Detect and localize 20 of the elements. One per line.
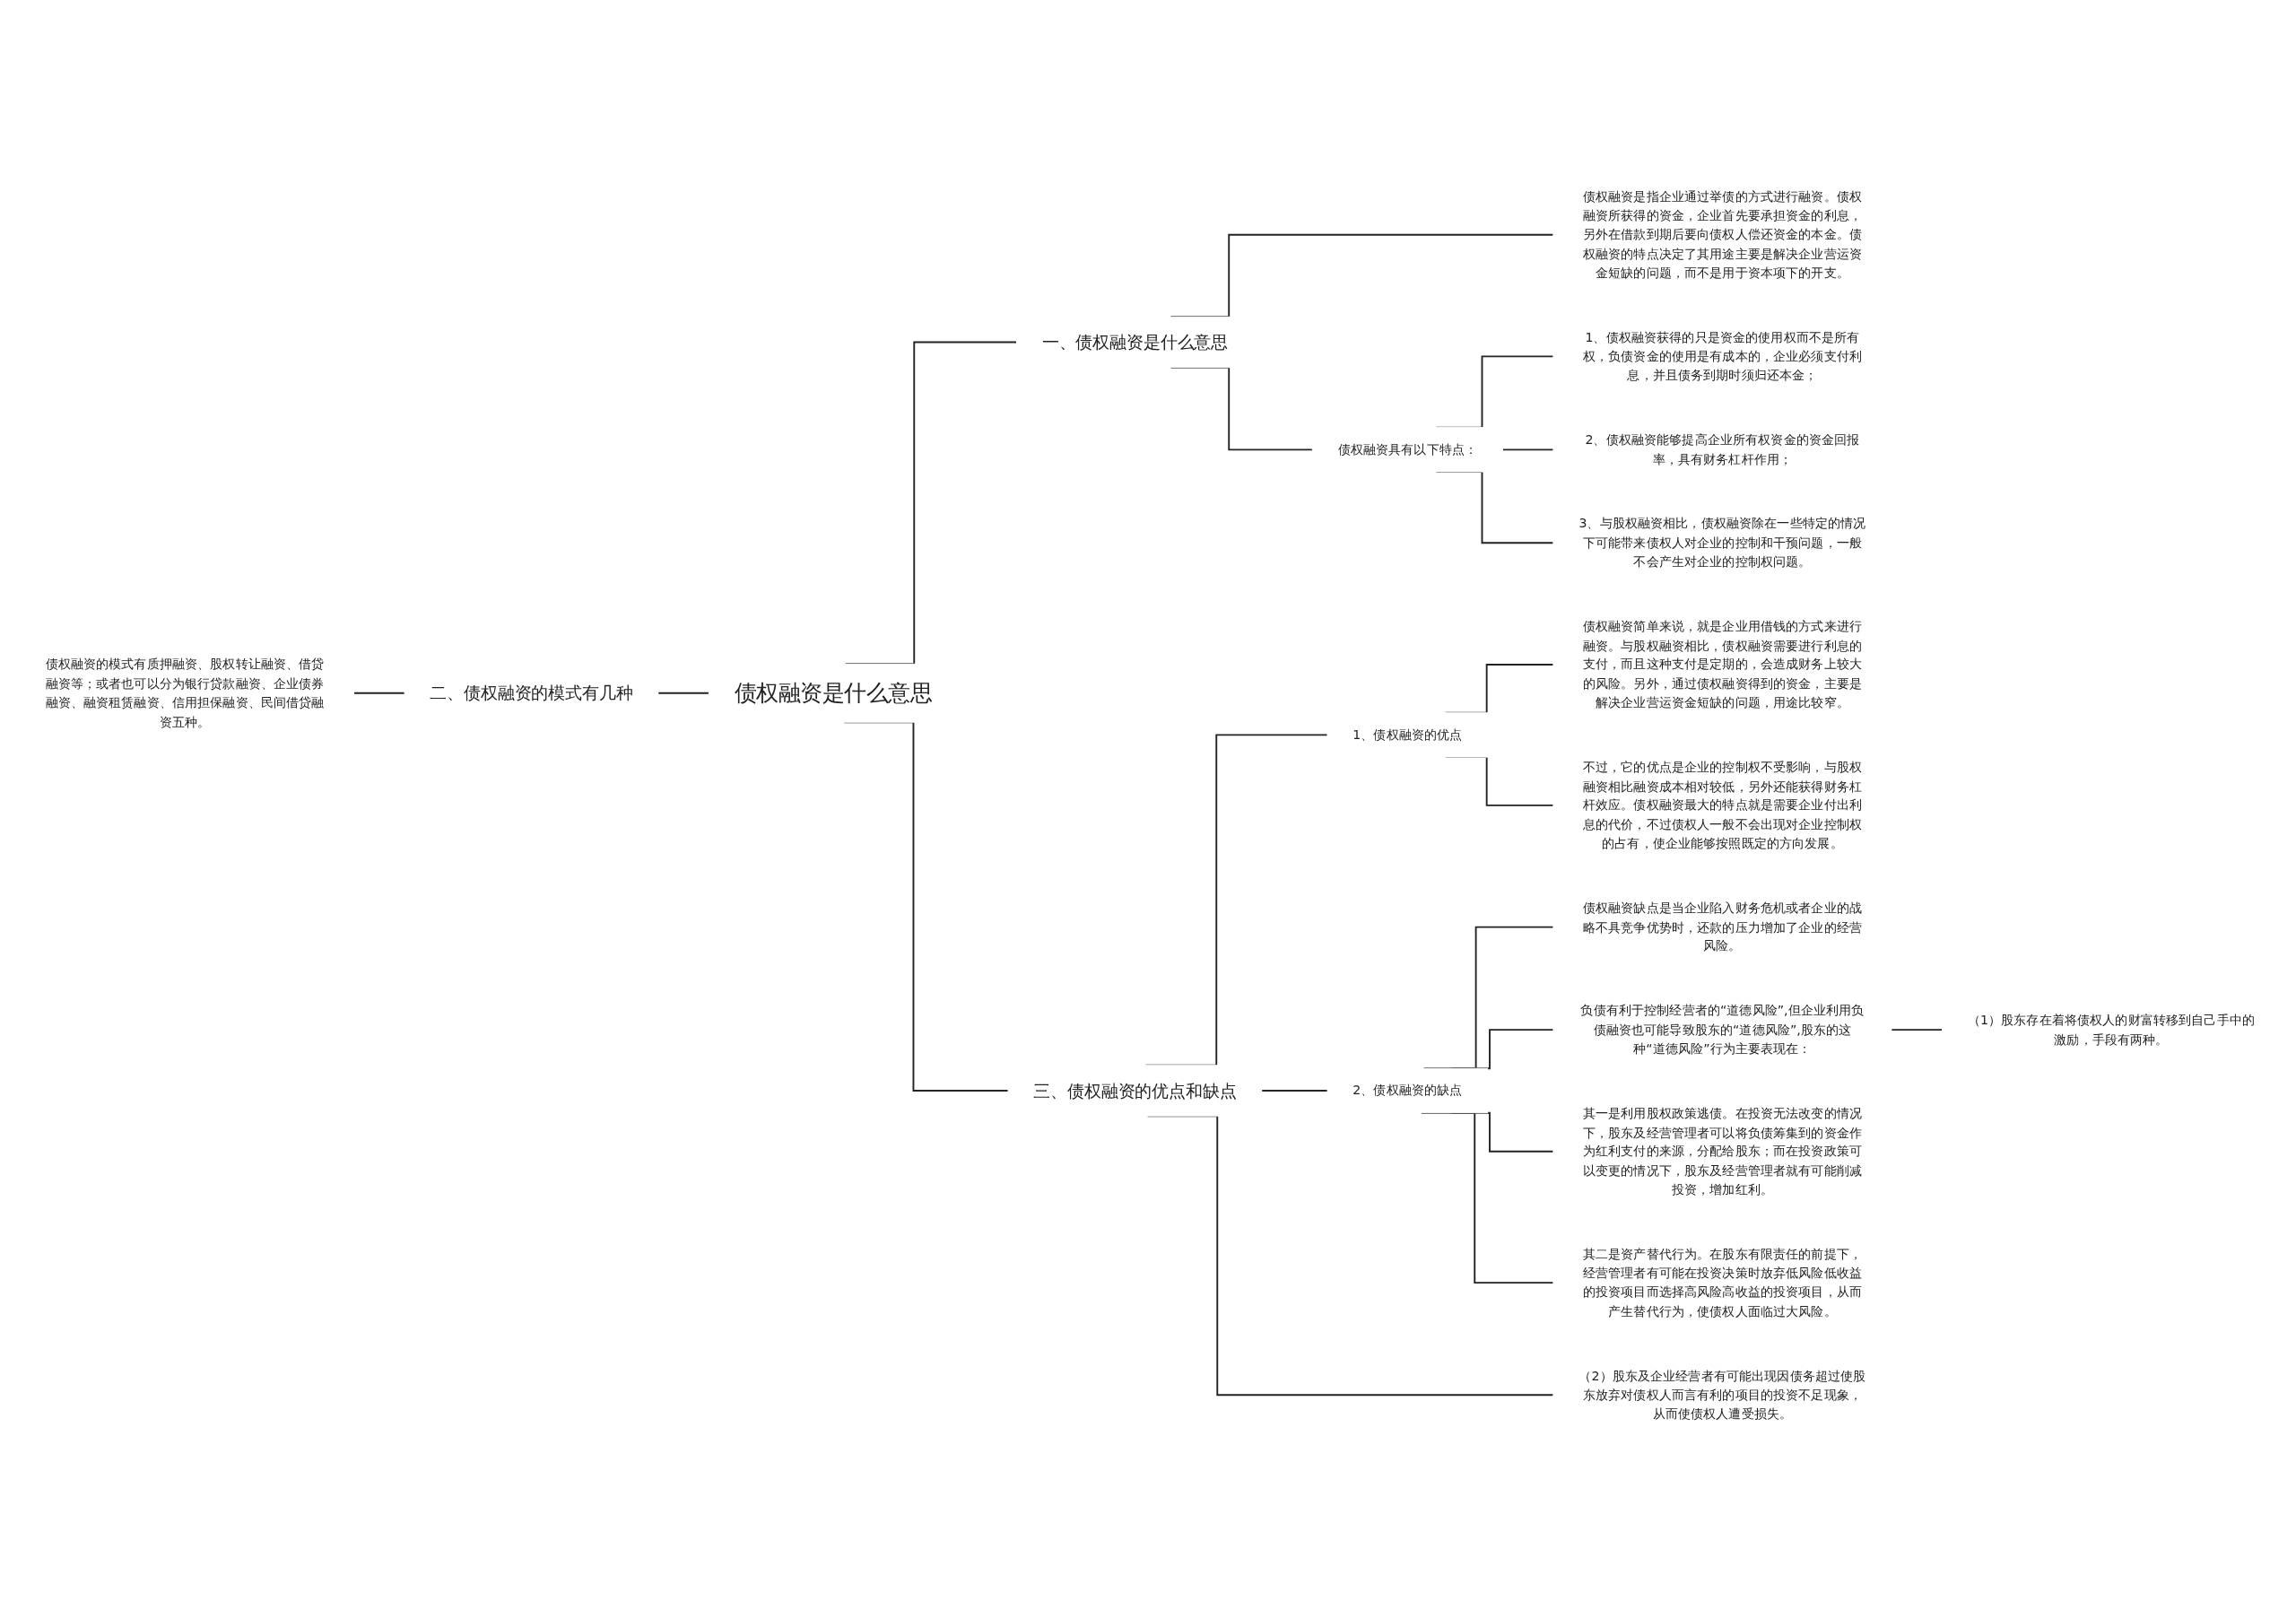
node-text: 债权融资缺点是当企业陷入财务危机或者企业的战略不具竞争优势时，还款的压力增加了企业的经营风险。	[1582, 900, 1862, 953]
node-text: （2）股东及企业经营者有可能出现因债务超过使股东放弃对债权人而言有利的项目的投资不足现象，从而使债权人遭受损失。	[1578, 1367, 1866, 1422]
node-text: 2、债权融资能够提高企业所有权资金的资金回报率，具有财务杠杆作用；	[1585, 431, 1860, 466]
node-text: 债权融资的模式有质押融资、股权转让融资、借贷融资等；或者也可以分为银行贷款融资、企业债券融资、融资租赁融资、信用担保融资、民间借贷融资五种。	[45, 656, 325, 729]
connector	[657, 692, 710, 694]
node-text: 3、与股权融资相比，债权融资除在一些特定的情况下可能带来债权人对企业的控制和干预问题，一般不会产生对企业的控制权问题。	[1578, 515, 1866, 570]
node-text: 债权融资是指企业通过举债的方式进行融资。债权融资所获得的资金，企业首先要承担资金的利息，另外在借款到期后要向债权人偿还资金的本金。债权融资的特点决定了其用途主要是解决企业营运资金短缺的问题，而不是用于资本项下的开支。	[1582, 188, 1862, 280]
connector	[352, 692, 406, 694]
node-text: 二、债权融资的模式有几种	[430, 683, 633, 703]
connector	[1501, 448, 1554, 450]
node-text: 负债有利于控制经营者的“道德风险”,但企业利用负债融资也可能导致股东的“道德风险”,股东的这种“道德风险”行为主要表现在：	[1580, 1002, 1865, 1057]
connector	[1890, 1028, 1944, 1031]
node-text: 不过，它的优点是企业的控制权不受影响，与股权融资相比融资成本相对较低，另外还能获得财务杠杆效应。债权融资最大的特点就是需要企业付出利息的代价，不过债权人一般不会出现对企业控制权的占有，使企业能够按照既定的方向发展。	[1582, 759, 1862, 851]
node-text: 其二是资产替代行为。在股东有限责任的前提下，经营管理者有可能在投资决策时放弃低风险低收益的投资项目而选择高风险高收益的投资项目，从而产生替代行为，使债权人面临过大风险。	[1582, 1246, 1862, 1318]
node-text: 1、债权融资获得的只是资金的使用权而不是所有权，负债资金的使用是有成本的，企业必须支付利息，并且债务到期时须归还本金；	[1582, 329, 1862, 383]
mind-map-drawing: 债权融资是什么意思 一、债权融资是什么意思 债权融资是指企业通过举债的方式进行融资。债权融资所获得的资金，企业首先要承担资金的利息，另外在借款到期后要向债权人偿还资金的本金。债权融资的特点决定了其用途主要是解决企业营运资金短缺的问题，而不是用于资本项下的开支。 债权融资具有以下特点： 1、债权融资获得的只是资金的使用权而不是所有权，负债资金的使用是有成本的，企业必须支付利息，并且债务到期时须归还本金； 2、债权融资能够提高企业所有权资金的资金回报率，具有财务杠杆作用； 3、与股权融资相比，债权融资除在一些特定的情况下可能带来债权人对企业的控制和干预问题，一般不会产生对企业的控制权问题。 二、债权融资的模式有几种 债权融资的模式有质押融资、股权转让融资、借贷融资等；或者也可以分为银行贷款融资、企业债券融资、融资租赁融资、信用担保融资、民间借贷融资五种。 三、债权融资的优点和缺点 1、债权融资的优点 债权融资简单来说，就是企业用借钱的方式来进行融资。与股权融资相比，债权融资需要进行利息的支付，而且这种支付是定期的，会造成财务上较大的风险。另外，通过债权融资得到的资金，主要是解决企业营运资金短缺的问题，用途比较窄。 不过，它的优点是企业的控制权不受影响，与股权融资相比融资成本相对较低，另外还能获得财务杠杆效应。债权融资最大的特点就是需要企业付出利息的代价，不过债权人一般不会出现对企业控制权的占有，使企业能够按照既定的方向发展。 2、债权融资的缺点 债权融资缺点是当企业陷入财务危机或者企业的战略不具竞争优势时，还款的压力增加了企业的经营风险。 负债有利于控制经营者的“道德风险”,但企业利用负债融资也可能导致股东的“道德风险”,股东的这种“道德风险”行为主要表现在： （1）股东存在着将债权人的财富转移到自己手中的激励，手段有两种。 其一是利用股权政策逃债。在投资无法改变的情况下，股东及经营管理者可以将负债筹集到的资金作为红利支付的来源，分配给股东；而在投资政策可以变更的情况下，股东及经营管理者就有可能削减投资，增加红利。 其二是资产替代行为。在股东有限责任的前提下，经营管理者有可能在投资决策时放弃低风险低收益的投资项目而选择高风险高收益的投资项目，从而产生替代行为，使债权人面临过大风险。 （2）股东及企业经营者有可能出现因债务超过使股东放弃对债权人而言有利的项目的投资不足现象，从而使债权人遭受损失。	[9, 167, 2287, 1443]
node-text: （1）股东存在着将债权人的财富转移到自己手中的激励，手段有两种。	[1967, 1012, 2255, 1047]
connector	[1260, 1089, 1328, 1092]
node-text: 债权融资简单来说，就是企业用借钱的方式来进行融资。与股权融资相比，债权融资需要进行利息的支付，而且这种支付是定期的，会造成财务上较大的风险。另外，通过债权融资得到的资金，主要是解决企业营运资金短缺的问题，用途比较窄。	[1582, 618, 1862, 710]
node-text: 其一是利用股权政策逃债。在投资无法改变的情况下，股东及经营管理者可以将负债筹集到的资金作为红利支付的来源，分配给股东；而在投资政策可以变更的情况下，股东及经营管理者就有可能削减投资，增加红利。	[1582, 1105, 1862, 1197]
